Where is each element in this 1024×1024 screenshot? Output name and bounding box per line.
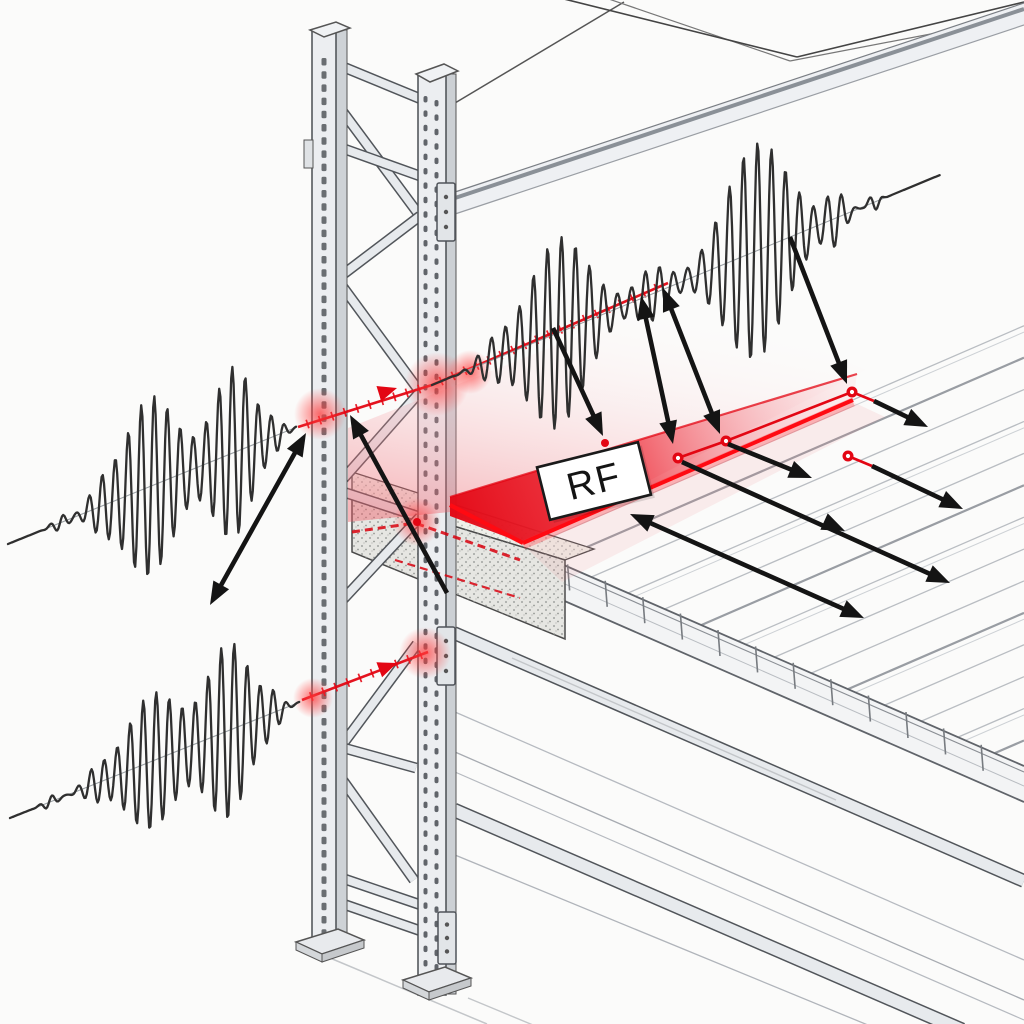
deck-plank-line [701, 484, 1024, 627]
deck-plank-line [994, 739, 1024, 755]
reflection-points [413, 386, 875, 526]
beam-stiffener [679, 613, 684, 640]
wave-axis [9, 701, 301, 819]
red-glow [293, 678, 333, 718]
deck-plank-line [884, 644, 1024, 706]
arrowhead [662, 288, 680, 313]
beam-stiffener [942, 728, 947, 755]
arrow-left-scatter [217, 449, 299, 589]
red-glow [294, 388, 346, 440]
beam-stiffener [641, 597, 646, 624]
deck-plank-line [811, 580, 1024, 674]
red-glow [399, 627, 451, 679]
deck-plank-line [664, 452, 1024, 610]
direction-arrows [210, 236, 963, 618]
deck-plank-line [958, 707, 1024, 738]
red-dashed-line [394, 558, 521, 600]
arrowhead [938, 491, 963, 509]
beam-stiffener [754, 646, 759, 673]
deck-plank-line [737, 516, 1024, 642]
upright-post-front [311, 29, 337, 949]
arrowhead [839, 600, 864, 618]
beam-stiffener [829, 679, 834, 706]
beam-stiffener [717, 629, 721, 657]
shelf-deck [511, 325, 1024, 803]
beam-stiffener [867, 695, 872, 722]
deck-plank-line [847, 611, 1024, 691]
deck-plank-line [774, 548, 1024, 658]
beam-stiffener [905, 711, 909, 739]
deck-plank-line [591, 388, 1024, 578]
top-shelf-level [451, 0, 1024, 216]
wave-packets [6, 142, 941, 829]
arrowhead [903, 408, 928, 427]
arrowhead [376, 662, 397, 678]
rf-label-box [535, 440, 653, 522]
arrow-deck-spread-3 [873, 398, 911, 421]
rf-wash [348, 292, 866, 545]
arrow-wave-deck-coupling-1 [642, 315, 672, 425]
arrowhead [925, 565, 950, 583]
arrow-wave-to-deck-2 [787, 236, 842, 367]
rf-label: RF [535, 440, 655, 523]
beam-stiffener [980, 744, 984, 771]
arrow-wave-deck-coupling-2 [668, 305, 715, 417]
arrowhead [286, 433, 306, 458]
arrowhead [210, 580, 230, 605]
arrowhead [787, 461, 812, 478]
arrow-deck-spread-2 [681, 459, 933, 577]
arrow-deck-long-exchange [647, 520, 847, 612]
arrowhead [703, 409, 721, 434]
arrowhead [637, 296, 655, 321]
arrowhead [630, 514, 655, 532]
arrowhead [820, 513, 845, 531]
beam-stiffener [604, 580, 608, 607]
arrow-deck-spread-1 [727, 441, 795, 473]
reflection-dot [601, 439, 609, 447]
deck-plank-line [627, 420, 1024, 594]
deck-plank-line [921, 676, 1024, 722]
red-dashed-line [351, 521, 521, 562]
lower-shelf-and-floor [329, 626, 1024, 1024]
arrow-deck-spread-4 [871, 463, 946, 503]
reflection-dot [413, 518, 421, 526]
arrowhead [585, 411, 603, 436]
incoming-wave-upper-left [6, 365, 298, 576]
arrow-block-reflection [357, 431, 450, 595]
red-glow [448, 350, 492, 394]
arrowhead [376, 386, 397, 402]
beam-stiffener [792, 662, 796, 689]
beam-stiffener [566, 564, 571, 591]
deck-plank-line [554, 356, 1024, 563]
arrowhead [830, 359, 848, 384]
arrowhead [659, 419, 677, 444]
transmitted-wave-right [430, 142, 941, 430]
incoming-wave-lower-left [8, 642, 301, 829]
arrow-wave-to-deck-1 [550, 327, 597, 419]
arrowhead [350, 415, 369, 440]
